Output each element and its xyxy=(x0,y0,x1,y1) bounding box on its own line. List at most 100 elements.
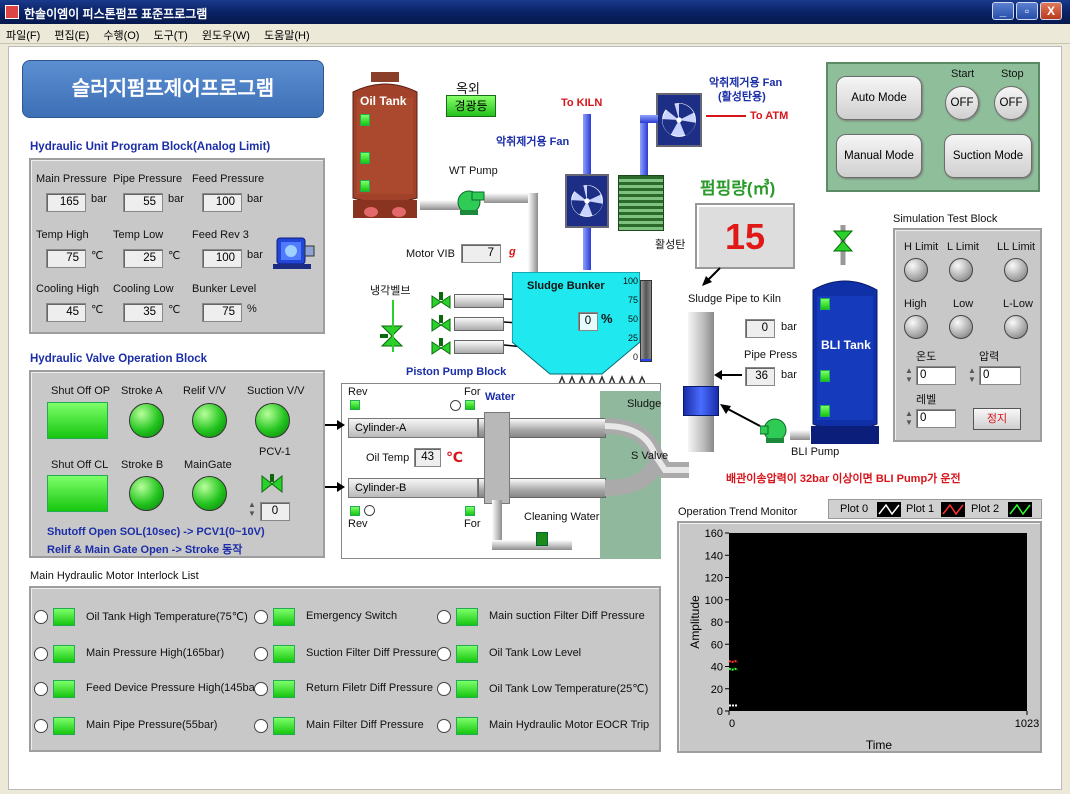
stop-toggle[interactable]: OFF xyxy=(994,86,1028,120)
interlock-item-label: Main Hydraulic Motor EOCR Trip xyxy=(489,719,650,731)
bli-to-pipe-arrow xyxy=(720,404,762,428)
cylinder-b: Cylinder-B xyxy=(348,478,478,498)
legend-plot1-swatch[interactable] xyxy=(941,502,965,517)
hu-field-label: Bunker Level xyxy=(192,283,257,295)
cyl-a-for-radio[interactable] xyxy=(450,400,461,411)
bli-tank-mid-indicator xyxy=(820,370,830,382)
hu-field-value[interactable]: 45 xyxy=(46,303,86,322)
hu-field-unit: bar xyxy=(91,193,107,205)
fan1-upper-duct xyxy=(583,114,591,174)
interlock-radio[interactable] xyxy=(254,610,268,624)
fan2-duct xyxy=(640,115,648,175)
interlock-radio[interactable] xyxy=(34,610,48,624)
temp-input[interactable]: 0 xyxy=(916,366,956,385)
interlock-radio[interactable] xyxy=(437,647,451,661)
menu-file[interactable]: 파일(F) xyxy=(6,30,41,42)
hu-field-label: Feed Pressure xyxy=(192,173,265,185)
cyl-b-rev-radio[interactable] xyxy=(364,505,375,516)
shut-off-cl-indicator[interactable] xyxy=(47,475,108,512)
legend-plot0-swatch[interactable] xyxy=(877,502,901,517)
sim-stop-button[interactable]: 정지 xyxy=(973,408,1021,430)
close-button[interactable]: X xyxy=(1040,2,1062,20)
outdoor-label: 옥외 xyxy=(456,81,480,96)
interlock-indicator xyxy=(273,645,295,663)
cleaning-water-label: Cleaning Water xyxy=(524,511,600,523)
pipe-press-value: 36 xyxy=(745,367,775,386)
interlock-radio[interactable] xyxy=(254,682,268,696)
pressure-input[interactable]: 0 xyxy=(979,366,1021,385)
l-low-led xyxy=(1004,315,1028,339)
bunker-tick-label: 25 xyxy=(627,333,638,343)
hu-field-unit: bar xyxy=(247,193,263,205)
piston-pump-block-label: Piston Pump Block xyxy=(406,366,507,378)
interlock-radio[interactable] xyxy=(34,647,48,661)
interlock-radio[interactable] xyxy=(437,719,451,733)
oil-tank-mid-indicator xyxy=(360,152,370,164)
legend-plot2-swatch[interactable] xyxy=(1008,502,1032,517)
interlock-radio[interactable] xyxy=(437,610,451,624)
hu-field-value[interactable]: 165 xyxy=(46,193,86,212)
interlock-radio[interactable] xyxy=(437,682,451,696)
y-tick-label: 140 xyxy=(705,550,723,562)
interlock-item-label: Oil Tank Low Temperature(25℃) xyxy=(489,683,649,695)
hu-field-label: Cooling High xyxy=(36,283,99,295)
hu-field-label: Cooling Low xyxy=(113,283,174,295)
l-limit-label: L Limit xyxy=(947,241,979,253)
manual-mode-button[interactable]: Manual Mode xyxy=(836,134,922,178)
bli-pump-icon xyxy=(759,416,792,444)
main-gate-label: MainGate xyxy=(184,459,232,471)
pressure-spinner[interactable]: ▲▼ xyxy=(968,366,976,384)
to-atm-label: To ATM xyxy=(750,110,789,122)
piston-valve-icon[interactable] xyxy=(430,338,452,358)
minimize-button[interactable]: _ xyxy=(992,2,1014,20)
interlock-radio[interactable] xyxy=(254,647,268,661)
hu-field-value[interactable]: 100 xyxy=(202,193,242,212)
auto-mode-button[interactable]: Auto Mode xyxy=(836,76,922,120)
menu-operate[interactable]: 수행(O) xyxy=(103,30,140,42)
bli-valve-icon xyxy=(832,225,854,265)
shut-off-op-indicator[interactable] xyxy=(47,402,108,439)
temp-spinner[interactable]: ▲▼ xyxy=(905,366,913,384)
water-box xyxy=(484,412,510,504)
bli-warning-note: 배관이송압력이 32bar 이상이면 BLI Pump가 운전 xyxy=(726,473,961,485)
trend-legend: Plot 0 Plot 1 Plot 2 xyxy=(828,499,1042,519)
interlock-radio[interactable] xyxy=(34,682,48,696)
hu-field-value[interactable]: 55 xyxy=(123,193,163,212)
level-spinner[interactable]: ▲▼ xyxy=(905,409,913,427)
maximize-button[interactable]: ▫ xyxy=(1016,2,1038,20)
menu-edit[interactable]: 편집(E) xyxy=(54,30,90,42)
interlock-indicator xyxy=(456,645,478,663)
hu-field-value[interactable]: 75 xyxy=(46,249,86,268)
bli-pump-pipe xyxy=(790,430,810,440)
interlock-indicator xyxy=(456,680,478,698)
pcv-spinner[interactable]: ▲▼ xyxy=(248,500,256,518)
level-input[interactable]: 0 xyxy=(916,409,956,428)
interlock-item-label: Suction Filter Diff Pressure xyxy=(306,647,437,659)
pressure-label: 압력 xyxy=(979,351,1000,363)
menu-tools[interactable]: 도구(T) xyxy=(153,30,188,42)
sim-block-title: Simulation Test Block xyxy=(893,213,998,225)
hu-field-value[interactable]: 25 xyxy=(123,249,163,268)
menu-help[interactable]: 도움말(H) xyxy=(264,30,310,42)
interlock-radio[interactable] xyxy=(254,719,268,733)
start-toggle[interactable]: OFF xyxy=(945,86,979,120)
pipe-pressure-unit-1: bar xyxy=(781,321,797,333)
fan2-duct-elbow xyxy=(640,115,658,123)
pcv-value[interactable]: 0 xyxy=(260,502,290,521)
hu-field-value[interactable]: 75 xyxy=(202,303,242,322)
to-atm-line xyxy=(706,115,746,117)
wt-pump-icon xyxy=(456,188,486,216)
y-tick-label: 60 xyxy=(711,639,723,651)
pumping-amount-title: 펌핑량(㎥) xyxy=(700,179,776,198)
suction-mode-button[interactable]: Suction Mode xyxy=(944,134,1032,178)
hu-field-label: Temp Low xyxy=(113,229,164,241)
piston-valve-icon[interactable] xyxy=(430,315,452,335)
cyl-b-for-indicator xyxy=(465,506,475,516)
interlock-item-label: Oil Tank High Temperature(75℃) xyxy=(86,611,248,623)
menu-window[interactable]: 윈도우(W) xyxy=(201,30,250,42)
hu-field-value[interactable]: 100 xyxy=(202,249,242,268)
hu-field-value[interactable]: 35 xyxy=(123,303,163,322)
ll-limit-led xyxy=(1004,258,1028,282)
interlock-radio[interactable] xyxy=(34,719,48,733)
piston-valve-icon[interactable] xyxy=(430,292,452,312)
